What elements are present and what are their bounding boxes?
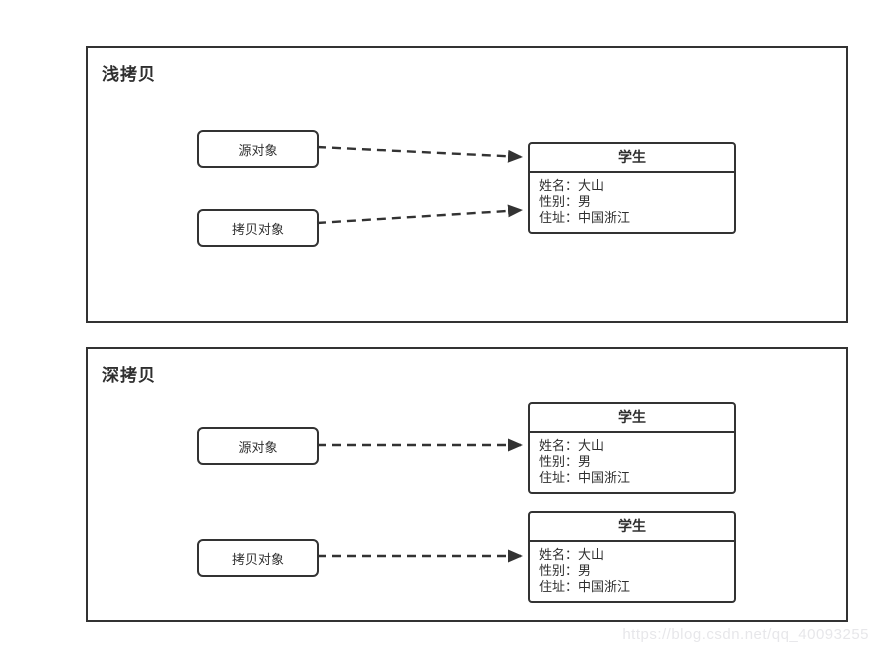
student-field-name: 姓名：大山 <box>539 547 605 562</box>
student-field-name: 姓名：大山 <box>539 178 605 193</box>
shallow-copy-object-node: 拷贝对象 <box>197 209 319 247</box>
student-entity-body: 姓名：大山 性别：男 住址：中国浙江 <box>530 173 734 231</box>
shallow-source-object-label: 源对象 <box>238 142 278 158</box>
student-field-address: 住址：中国浙江 <box>539 470 631 485</box>
student-field-address: 住址：中国浙江 <box>539 579 631 594</box>
student-field-name: 姓名：大山 <box>539 438 605 453</box>
deep-copy-object-label: 拷贝对象 <box>231 551 284 567</box>
student-field-gender: 性别：男 <box>539 563 592 578</box>
shallow-student-entity: 学生 姓名：大山 性别：男 住址：中国浙江 <box>528 142 736 234</box>
student-field-gender: 性别：男 <box>539 454 592 469</box>
deep-copy-panel: 深拷贝 源对象 拷贝对象 学生 姓名：大山 性别：男 住址：中国浙江 学生 姓名… <box>86 347 848 622</box>
student-entity-body: 姓名：大山 性别：男 住址：中国浙江 <box>530 433 734 491</box>
student-entity-body: 姓名：大山 性别：男 住址：中国浙江 <box>530 542 734 600</box>
shallow-copy-panel-title: 浅拷贝 <box>102 65 156 84</box>
shallow-source-object-node: 源对象 <box>197 130 319 168</box>
deep-source-object-label: 源对象 <box>238 439 278 455</box>
student-entity-title: 学生 <box>530 404 734 433</box>
student-entity-title: 学生 <box>530 144 734 173</box>
student-entity-title: 学生 <box>530 513 734 542</box>
deep-student-entity-source: 学生 姓名：大山 性别：男 住址：中国浙江 <box>528 402 736 494</box>
student-field-address: 住址：中国浙江 <box>539 210 631 225</box>
watermark: https://blog.csdn.net/qq_40093255 <box>622 626 869 643</box>
shallow-copy-object-label: 拷贝对象 <box>231 221 284 237</box>
student-field-gender: 性别：男 <box>539 194 592 209</box>
deep-copy-panel-title: 深拷贝 <box>102 366 156 385</box>
deep-student-entity-copy: 学生 姓名：大山 性别：男 住址：中国浙江 <box>528 511 736 603</box>
shallow-copy-panel: 浅拷贝 源对象 拷贝对象 学生 姓名：大山 性别：男 住址：中国浙江 <box>86 46 848 323</box>
deep-source-object-node: 源对象 <box>197 427 319 465</box>
deep-copy-object-node: 拷贝对象 <box>197 539 319 577</box>
